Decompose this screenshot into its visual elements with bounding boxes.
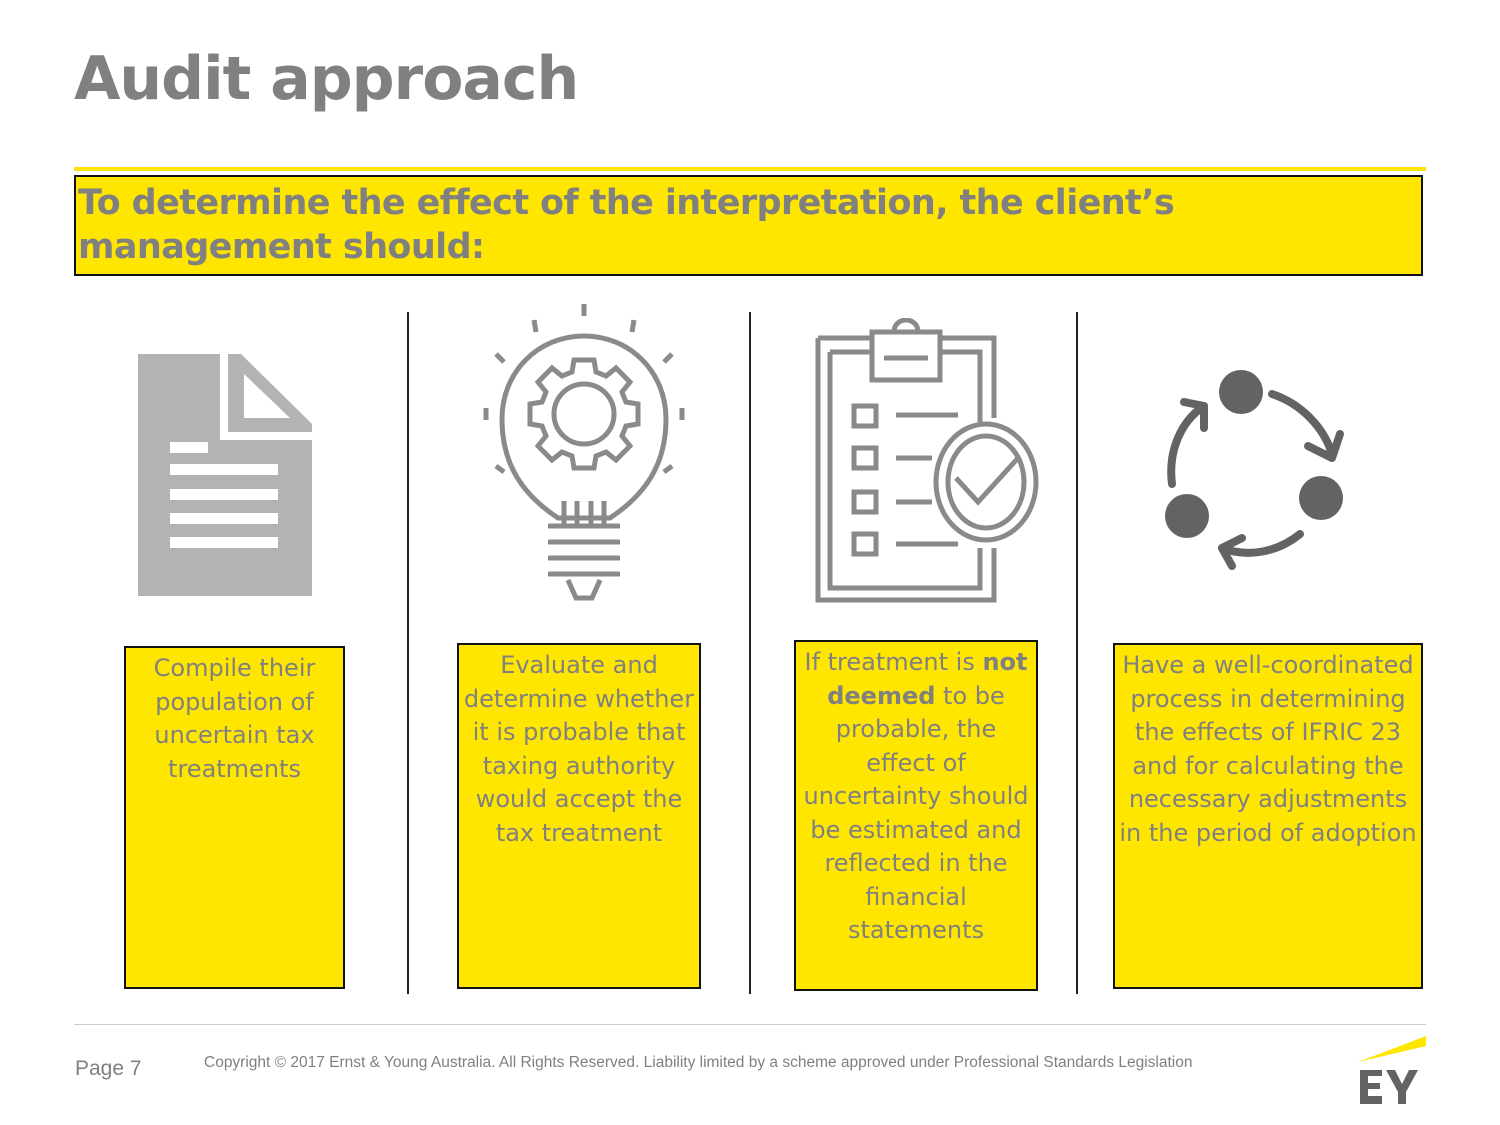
step-box-estimate: If treatment is not deemed to be probabl… bbox=[794, 640, 1038, 991]
title-underline bbox=[74, 167, 1426, 171]
footer-divider bbox=[74, 1024, 1426, 1025]
step-box-evaluate: Evaluate and determine whether it is pro… bbox=[457, 643, 701, 989]
column-divider bbox=[1076, 312, 1078, 994]
banner: To determine the effect of the interpret… bbox=[74, 175, 1423, 276]
step-box-compile: Compile their population of uncertain ta… bbox=[124, 646, 345, 989]
clipboard-check-icon bbox=[815, 318, 1039, 603]
step-box-coordinate: Have a well-coordinated process in deter… bbox=[1113, 643, 1423, 989]
step-text-bold: not deemed bbox=[827, 648, 1028, 710]
step-text-before: If treatment is bbox=[804, 648, 983, 676]
column-divider bbox=[407, 312, 409, 994]
cycle-process-icon bbox=[1165, 370, 1344, 570]
step-text: Evaluate and determine whether it is pro… bbox=[463, 651, 695, 847]
step-text-after: to be probable, the effect of uncertaint… bbox=[803, 681, 1029, 945]
banner-text: To determine the effect of the interpret… bbox=[78, 183, 1175, 267]
step-text: Compile their population of uncertain ta… bbox=[153, 654, 316, 783]
page-number: Page 7 bbox=[75, 1057, 142, 1080]
step-text: Have a well-coordinated process in deter… bbox=[1119, 651, 1417, 847]
lightbulb-gear-icon bbox=[483, 304, 685, 601]
document-icon bbox=[138, 354, 312, 596]
copyright-notice: Copyright © 2017 Ernst & Young Australia… bbox=[204, 1054, 1193, 1071]
slide-title: Audit approach bbox=[74, 44, 579, 114]
column-divider bbox=[749, 312, 751, 994]
ey-logo-icon bbox=[1358, 1036, 1426, 1104]
